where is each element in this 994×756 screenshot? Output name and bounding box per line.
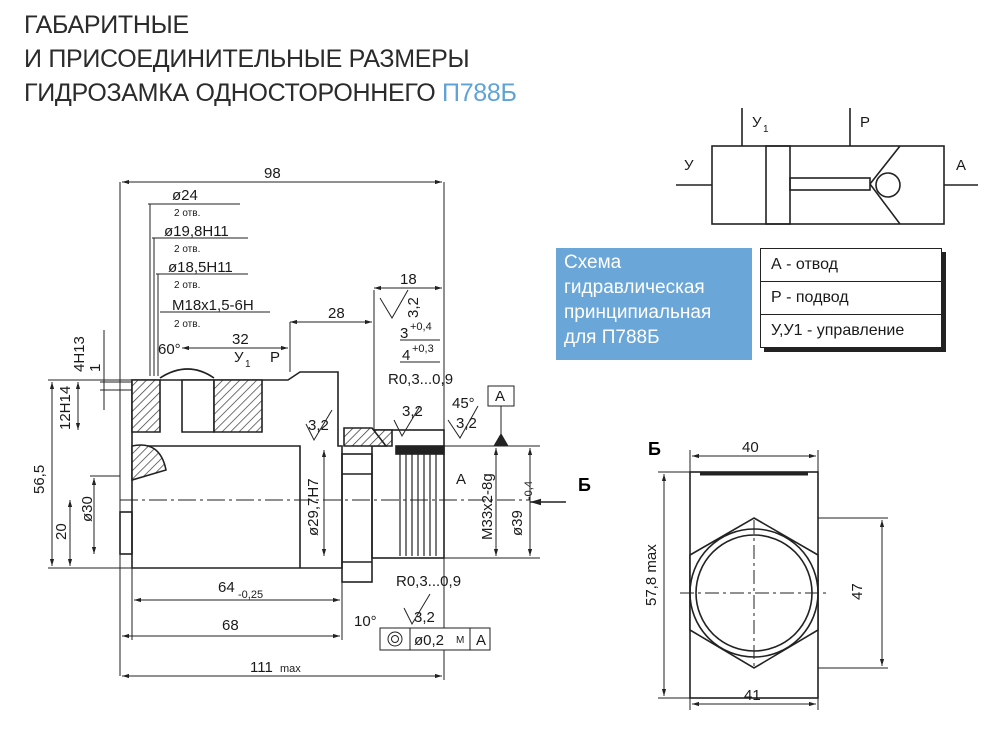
legend-item-y: У,У1 - управление (771, 322, 905, 339)
schema-port-y1-sub: 1 (763, 124, 769, 135)
model-code: П788Б (442, 79, 517, 107)
dim-4h13: 4Н13 (71, 336, 88, 372)
angle-10: 10° (354, 613, 377, 630)
dim-18: 18 (400, 271, 417, 288)
schema-rod (789, 177, 871, 191)
hatch-nut-top (343, 427, 388, 447)
section-dim-top: 40 (742, 439, 759, 456)
section-dim-left: 57,8 max (643, 544, 660, 606)
schema-seat-top (869, 145, 901, 185)
dim-4: 4 (402, 347, 410, 364)
rough-4: 3,2 (414, 609, 435, 626)
angle-60: 60° (158, 341, 181, 358)
hatch-left-boss (131, 379, 161, 433)
section-dim-lines (658, 450, 888, 710)
port-p-label: Р (270, 349, 280, 366)
schema-port-y1: У (752, 114, 762, 131)
schema-label-box: Схема гидравлическая принципиальная для … (556, 248, 752, 360)
left-stem (119, 511, 133, 555)
rough-1: 3,2 (402, 403, 423, 420)
radius-top: R0,3...0,9 (388, 371, 453, 388)
thread-crest-top (395, 445, 445, 455)
rough-2: 3,2 (456, 415, 477, 432)
main-dim-lines (48, 179, 540, 680)
tol-frame-m: M (456, 635, 464, 646)
dim-d39: ø39 (509, 510, 526, 536)
port-a-label: А (456, 471, 466, 488)
dim-d24: ø24 (172, 187, 198, 204)
dim-64-tol: -0,25 (238, 589, 263, 601)
dim-20: 20 (53, 523, 70, 540)
dim-4-tol: +0,3 (412, 343, 434, 355)
hydraulic-schema (676, 108, 978, 225)
schema-label-line-4: для П788Б (564, 327, 660, 348)
dim-d39-tol: -0,4 (523, 481, 535, 500)
schema-seat-bottom (869, 183, 901, 225)
port-legend: А - отвод Р - подвод У,У1 - управление (760, 248, 942, 348)
dim-d19: ø19,8Н11 (164, 223, 229, 240)
hatch-bore-left (131, 444, 167, 482)
radius-bottom: R0,3...0,9 (396, 573, 461, 590)
hex-nut (689, 517, 819, 669)
angle-45: 45° (452, 395, 475, 412)
dim-28: 28 (328, 305, 345, 322)
title-line-2: И ПРИСОЕДИНИТЕЛЬНЫЕ РАЗМЕРЫ (24, 45, 470, 73)
schema-ball (875, 172, 901, 198)
dim-1: 1 (87, 364, 104, 372)
dim-3: 3 (400, 325, 408, 342)
title-line-1: ГАБАРИТНЫЕ (24, 11, 189, 39)
dim-d19-note: 2 отв. (174, 244, 200, 255)
dim-111-note: max (280, 663, 301, 675)
dim-12h14: 12Н14 (57, 386, 74, 430)
schema-port-p: Р (860, 114, 870, 131)
legend-item-a: А - отвод (761, 249, 941, 282)
tol-frame-datum: А (476, 632, 486, 649)
dim-m18: М18х1,5-6Н (172, 297, 254, 314)
dim-32: 32 (232, 331, 249, 348)
dim-56-5: 56,5 (31, 465, 48, 494)
section-dim-right: 47 (849, 583, 866, 600)
dim-98: 98 (264, 165, 281, 182)
dim-d18-note: 2 отв. (174, 280, 200, 291)
rough-top: 3,2 (405, 297, 422, 318)
port-y1-sub: 1 (245, 359, 251, 370)
section-dim-bottom: 41 (744, 687, 761, 704)
schema-label-line-3: принципиальная (564, 302, 712, 323)
dim-d24-note: 2 отв. (174, 208, 200, 219)
main-view-drawing (119, 368, 530, 583)
port-y1-label: У (234, 349, 244, 366)
dim-3-tol: +0,4 (410, 321, 432, 333)
schema-port-a: А (956, 157, 966, 174)
schema-label-line-2: гидравлическая (564, 277, 705, 298)
dim-68: 68 (222, 617, 239, 634)
dim-m18-note: 2 отв. (174, 319, 200, 330)
dim-m33: М33х2-8g (479, 473, 496, 540)
schema-port-y: У (684, 157, 694, 174)
dim-d18: ø18,5Н11 (168, 259, 233, 276)
rough-3: 3,2 (308, 417, 329, 434)
schema-label-line-1: Схема (564, 252, 622, 273)
inner-bore (132, 445, 301, 568)
section-view-drawing (680, 471, 828, 699)
tol-frame-value: ø0,2 (414, 632, 444, 649)
dim-d29-7: ø29,7Н7 (305, 478, 322, 536)
page-title: ГАБАРИТНЫЕ И ПРИСОЕДИНИТЕЛЬНЫЕ РАЗМЕРЫ Г… (24, 8, 517, 110)
dim-64: 64 (218, 579, 235, 596)
schema-body (711, 145, 945, 225)
schema-piston (765, 145, 791, 225)
hatch-mid-boss (213, 379, 263, 433)
view-arrow-label: Б (578, 475, 591, 495)
countersink-arc (159, 368, 215, 379)
legend-item-p: Р - подвод (761, 282, 941, 315)
thread-lines (399, 452, 437, 556)
title-line-3: ГИДРОЗАМКА ОДНОСТОРОННЕГО П788Б (24, 76, 517, 110)
fitting-body (371, 429, 445, 559)
dim-111: 111 (250, 659, 273, 676)
datum-a-label: А (495, 388, 505, 405)
title-line-3-text: ГИДРОЗАМКА ОДНОСТОРОННЕГО (24, 79, 436, 107)
port-y1-hole (181, 379, 215, 433)
dim-d30: ø30 (79, 496, 96, 522)
section-view-label: Б (648, 439, 661, 459)
